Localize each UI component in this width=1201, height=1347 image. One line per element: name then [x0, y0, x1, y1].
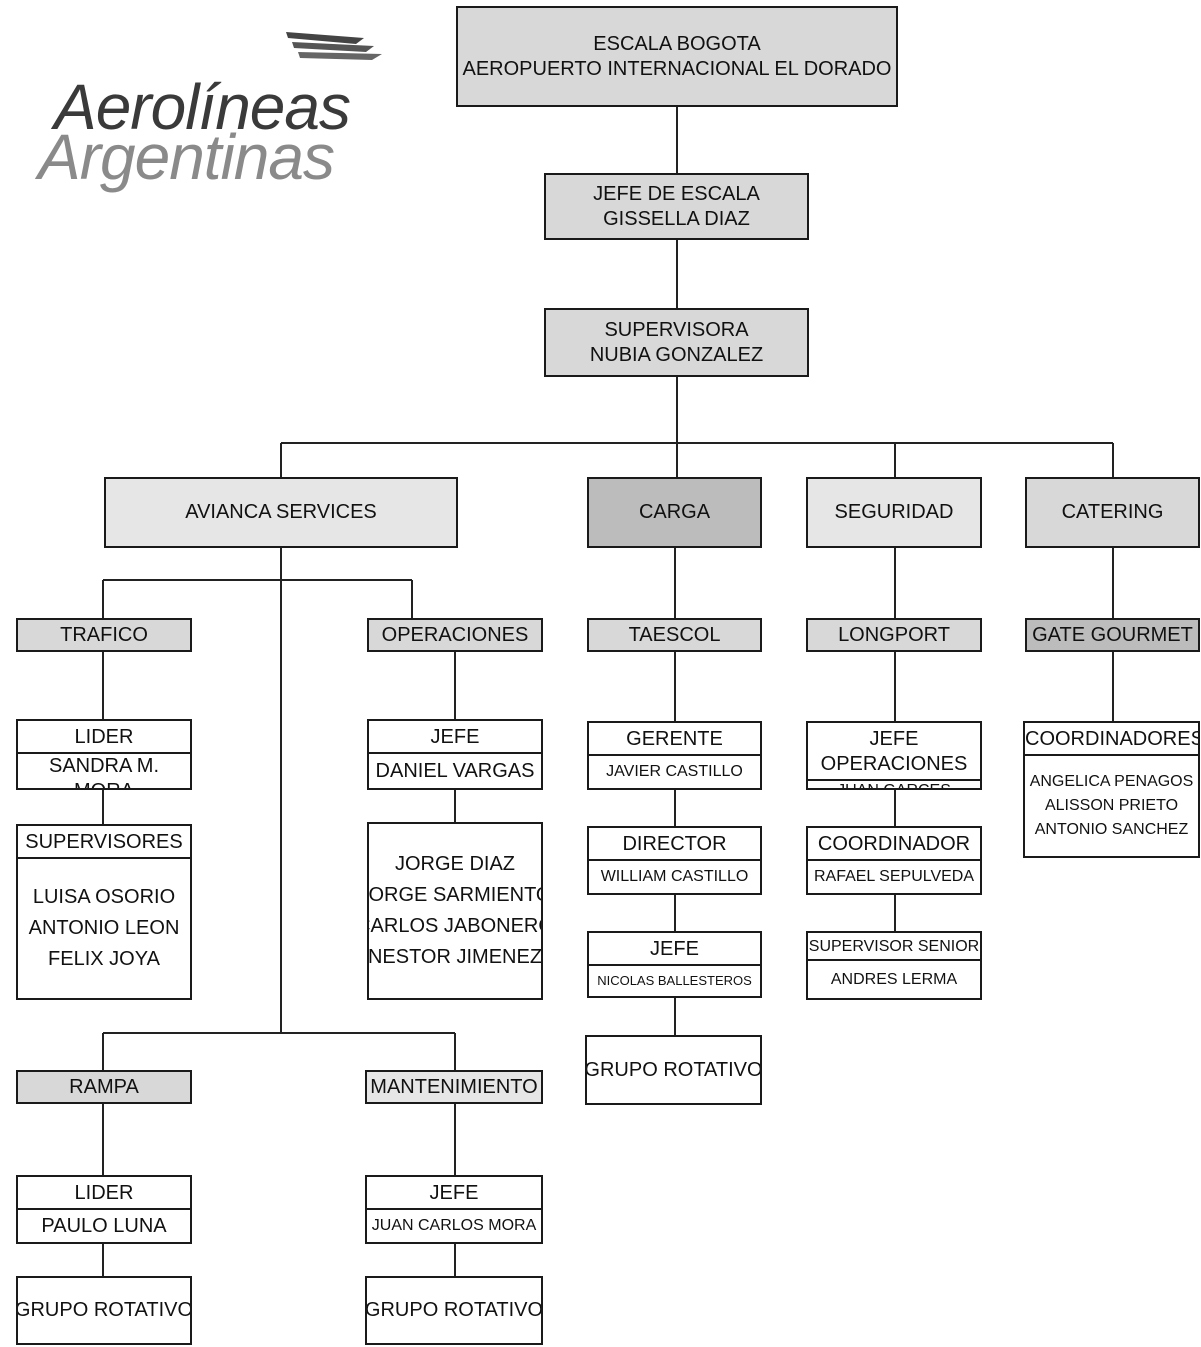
supervisora-title: SUPERVISORA: [604, 318, 749, 341]
taescol-grupo-rotativo: GRUPO ROTATIVO: [585, 1035, 762, 1105]
operaciones-jefe-name: DANIEL VARGAS: [375, 759, 535, 782]
taescol-gerente-node: GERENTE JAVIER CASTILLO: [587, 721, 762, 790]
jefe-escala-name: GISSELLA DIAZ: [603, 207, 750, 230]
unit-rampa-label: RAMPA: [69, 1075, 139, 1098]
taescol-director-node: DIRECTOR WILLIAM CASTILLO: [587, 826, 762, 895]
unit-trafico-label: TRAFICO: [60, 623, 148, 646]
dept-seguridad-label: SEGURIDAD: [834, 501, 954, 523]
taescol-director-title: DIRECTOR: [589, 828, 760, 861]
taescol-gerente-title: GERENTE: [589, 723, 760, 756]
dept-avianca-services: AVIANCA SERVICES: [104, 477, 458, 548]
root-subtitle: AEROPUERTO INTERNACIONAL EL DORADO: [462, 57, 892, 80]
unit-operaciones: OPERACIONES: [367, 618, 543, 652]
operaciones-jefe-title: JEFE: [369, 721, 541, 754]
list-item: ALISSON PRIETO: [1044, 797, 1179, 814]
taescol-gerente-name: JAVIER CASTILLO: [606, 763, 743, 780]
root-node: ESCALA BOGOTA AEROPUERTO INTERNACIONAL E…: [456, 6, 898, 107]
list-item: NESTOR JIMENEZ: [367, 946, 543, 968]
dept-catering: CATERING: [1025, 477, 1200, 548]
mantenimiento-jefe-node: JEFE JUAN CARLOS MORA: [365, 1175, 543, 1244]
root-title: ESCALA BOGOTA: [593, 32, 761, 55]
trafico-lider-title: LIDER: [18, 721, 190, 754]
trafico-supervisores-node: SUPERVISORES LUISA OSORIO ANTONIO LEON F…: [16, 824, 192, 1000]
list-item: ANTONIO LEON: [28, 917, 180, 939]
supervisora-node: SUPERVISORA NUBIA GONZALEZ: [544, 308, 809, 377]
mantenimiento-grupo-label: GRUPO ROTATIVO: [365, 1299, 543, 1321]
unit-gate-gourmet: GATE GOURMET: [1025, 618, 1200, 652]
gate-gourmet-coordinadores-node: COORDINADORES ANGELICA PENAGOS ALISSON P…: [1023, 721, 1200, 858]
list-item: ANGELICA PENAGOS: [1029, 773, 1194, 790]
taescol-jefe-title: JEFE: [589, 933, 760, 966]
longport-jefe-operaciones-title: JEFE OPERACIONES: [808, 723, 980, 781]
list-item: LUISA OSORIO: [32, 886, 176, 908]
operaciones-staff-node: JORGE DIAZ JORGE SARMIENTO CARLOS JABONE…: [367, 822, 543, 1000]
unit-taescol: TAESCOL: [587, 618, 762, 652]
unit-mantenimiento: MANTENIMIENTO: [365, 1070, 543, 1104]
unit-rampa: RAMPA: [16, 1070, 192, 1104]
list-item: JORGE SARMIENTO: [367, 884, 543, 906]
unit-operaciones-label: OPERACIONES: [381, 623, 529, 646]
unit-trafico: TRAFICO: [16, 618, 192, 652]
taescol-jefe-node: JEFE NICOLAS BALLESTEROS: [587, 931, 762, 998]
rampa-lider-node: LIDER PAULO LUNA: [16, 1175, 192, 1244]
list-item: FELIX JOYA: [48, 948, 160, 970]
longport-coordinador-title: COORDINADOR: [808, 828, 980, 861]
mantenimiento-grupo-rotativo: GRUPO ROTATIVO: [365, 1276, 543, 1345]
unit-taescol-label: TAESCOL: [628, 623, 721, 646]
longport-coordinador-node: COORDINADOR RAFAEL SEPULVEDA: [806, 826, 982, 895]
trafico-lider-name: SANDRA M. MORA: [48, 755, 160, 788]
aerolineas-logo: Aerolíneas Argentinas: [36, 28, 382, 198]
unit-longport: LONGPORT: [806, 618, 982, 652]
wing-emblem-icon: [286, 32, 382, 60]
rampa-lider-name: PAULO LUNA: [41, 1214, 167, 1237]
operaciones-jefe-node: JEFE DANIEL VARGAS: [367, 719, 543, 790]
logo-word-2: Argentinas: [38, 121, 335, 193]
rampa-grupo-rotativo: GRUPO ROTATIVO: [16, 1276, 192, 1345]
longport-supervisor-senior-title: SUPERVISOR SENIOR: [808, 933, 980, 961]
unit-mantenimiento-label: MANTENIMIENTO: [370, 1075, 538, 1098]
trafico-lider-node: LIDER SANDRA M. MORA: [16, 719, 192, 790]
longport-supervisor-senior-name: ANDRES LERMA: [830, 970, 958, 988]
list-item: CARLOS JABONERO: [369, 915, 543, 937]
dept-carga: CARGA: [587, 477, 762, 548]
longport-jefe-operaciones-name: JUAN GARCES: [808, 781, 980, 788]
jefe-escala-title: JEFE DE ESCALA: [593, 182, 760, 205]
supervisores-list: LUISA OSORIO ANTONIO LEON FELIX JOYA: [18, 859, 190, 998]
rampa-grupo-label: GRUPO ROTATIVO: [16, 1299, 192, 1321]
jefe-escala-node: JEFE DE ESCALA GISSELLA DIAZ: [544, 173, 809, 240]
list-item: JORGE DIAZ: [394, 853, 515, 875]
taescol-director-name: WILLIAM CASTILLO: [600, 868, 749, 885]
rampa-lider-title: LIDER: [18, 1177, 190, 1210]
coordinadores-list: ANGELICA PENAGOS ALISSON PRIETO ANTONIO …: [1025, 756, 1198, 856]
dept-catering-label: CATERING: [1061, 501, 1164, 523]
longport-jefe-operaciones-node: JEFE OPERACIONES JUAN GARCES: [806, 721, 982, 790]
longport-coordinador-name: RAFAEL SEPULVEDA: [813, 868, 975, 885]
dept-seguridad: SEGURIDAD: [806, 477, 982, 548]
dept-avianca-label: AVIANCA SERVICES: [185, 501, 377, 523]
list-item: ANTONIO SANCHEZ: [1034, 821, 1189, 838]
unit-longport-label: LONGPORT: [838, 623, 950, 646]
supervisores-title: SUPERVISORES: [18, 826, 190, 859]
dept-carga-label: CARGA: [638, 501, 711, 523]
coordinadores-title: COORDINADORES: [1025, 723, 1198, 756]
taescol-grupo-label: GRUPO ROTATIVO: [585, 1058, 762, 1081]
unit-gate-gourmet-label: GATE GOURMET: [1032, 623, 1193, 646]
mantenimiento-jefe-title: JEFE: [367, 1177, 541, 1210]
mantenimiento-jefe-name: JUAN CARLOS MORA: [371, 1217, 537, 1234]
supervisora-name: NUBIA GONZALEZ: [589, 343, 764, 366]
longport-supervisor-senior-node: SUPERVISOR SENIOR ANDRES LERMA: [806, 931, 982, 1000]
taescol-jefe-name: NICOLAS BALLESTEROS: [597, 972, 752, 988]
logo-word-1: Aerolíneas: [54, 71, 351, 143]
